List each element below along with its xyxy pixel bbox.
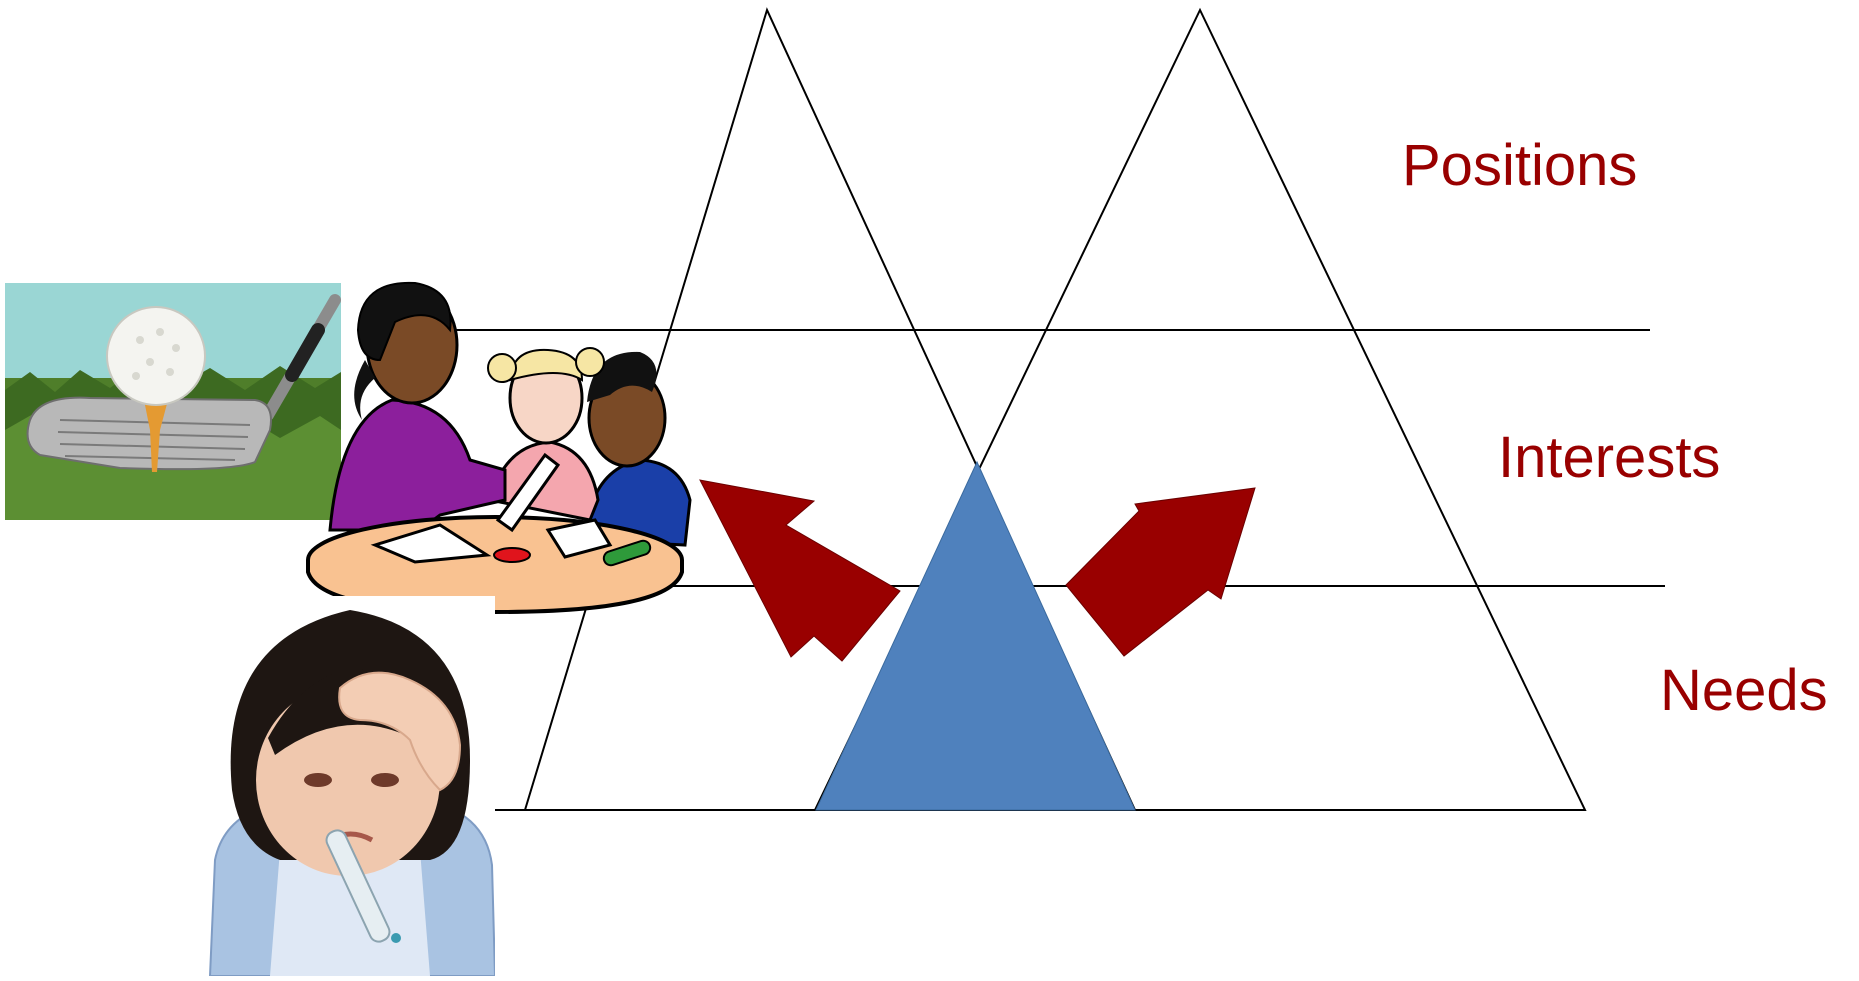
right-arrow (1066, 488, 1255, 656)
needs-label: Needs (1660, 662, 1828, 720)
interests-label: Interests (1498, 429, 1720, 487)
sick-child-photo (203, 596, 495, 976)
left-arrow (700, 480, 900, 661)
common-ground-triangle (816, 462, 1135, 810)
positions-label: Positions (1402, 137, 1637, 195)
meeting-table-clipart (308, 283, 690, 612)
golf-ball-photo (5, 283, 341, 520)
